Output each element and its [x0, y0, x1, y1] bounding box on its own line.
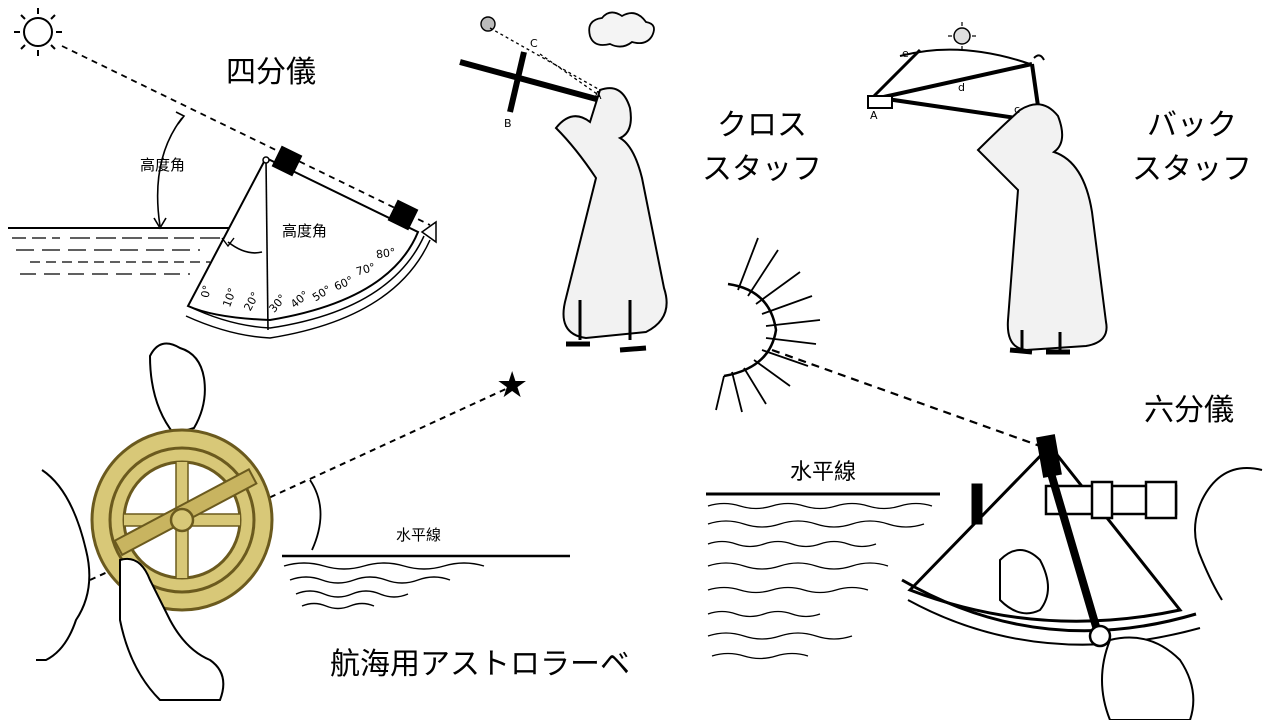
upper-hand — [148, 342, 206, 436]
sight-line — [61, 45, 431, 226]
sun-rays — [715, 237, 821, 413]
quadrant-scale-tick: 80° — [375, 245, 397, 262]
cross-staff-letter: B — [504, 117, 512, 130]
plumb-line — [265, 159, 269, 331]
quadrant-frame — [186, 156, 420, 322]
sextant-diagram — [706, 237, 1263, 720]
quadrant-diagram — [8, 8, 437, 339]
cross-staff-letter: C — [530, 37, 538, 50]
sextant-observer-face — [1194, 467, 1263, 601]
quadrant-scale-tick: 0° — [198, 284, 214, 299]
cloud-icon — [588, 11, 655, 48]
label-sextant: 六分儀 — [1144, 393, 1234, 428]
label-cross-staff-line2: スタッフ — [702, 152, 822, 187]
sextant-frame — [907, 443, 1183, 623]
label-back-staff-line1: バック — [1147, 108, 1237, 143]
back-staff-letter: e — [902, 47, 909, 60]
label-altitude-angle-left: 高度角 — [140, 156, 186, 174]
half-sun-icon — [723, 282, 778, 378]
label-cross-staff-line1: クロス — [717, 108, 807, 143]
label-quadrant: 四分儀 — [226, 55, 316, 90]
back-staff-letter: A — [870, 109, 878, 122]
sextant-hand-left — [999, 549, 1049, 615]
label-astrolabe: 航海用アストロラーベ — [330, 647, 630, 682]
observer-face — [36, 469, 91, 661]
label-altitude-angle-quadrant: 高度角 — [282, 222, 328, 240]
lower-hand — [119, 558, 225, 701]
sextant-hand-right — [1101, 636, 1195, 720]
altitude-arc-left — [156, 117, 183, 227]
label-back-staff: バック スタッフ — [1122, 104, 1262, 192]
cross-staff-letter: A — [594, 89, 602, 102]
astrolabe-waves — [283, 562, 485, 610]
label-horizon-astrolabe: 水平線 — [396, 526, 442, 544]
astrolabe-diagram — [36, 342, 570, 701]
back-staff-letter: c — [1014, 103, 1021, 116]
sun-icon — [14, 8, 62, 56]
cross-staff-figure — [459, 11, 668, 353]
star-burst-icon — [480, 16, 496, 32]
sun-face-icon — [948, 22, 976, 50]
back-staff-figure — [867, 22, 1108, 355]
back-staff-letter: d — [958, 81, 965, 94]
label-back-staff-line2: スタッフ — [1132, 152, 1252, 187]
label-horizon-sextant: 水平線 — [790, 460, 857, 485]
sea-lines — [8, 227, 230, 275]
star-icon: ★ — [496, 365, 529, 406]
sextant-waves — [707, 502, 933, 660]
label-cross-staff: クロス スタッフ — [692, 104, 832, 192]
sextant-sight-line — [771, 348, 1041, 448]
